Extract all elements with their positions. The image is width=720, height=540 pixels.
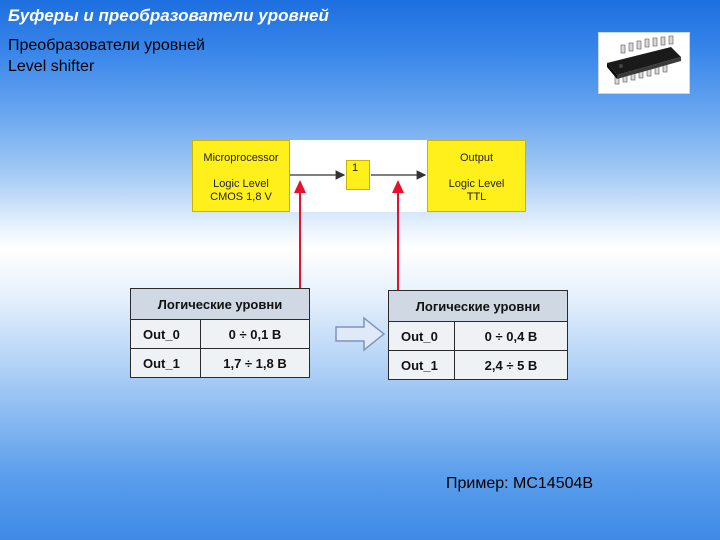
table-left-row0-name: Out_0 [130, 319, 201, 349]
table-right-row1-value: 2,4 ÷ 5 В [454, 350, 568, 380]
table-left-row0-value: 0 ÷ 0,1 В [200, 319, 310, 349]
table-row: Out_0 0 ÷ 0,1 В [130, 319, 310, 349]
microprocessor-level-value: CMOS 1,8 V [210, 191, 272, 203]
buffer-box: 1 [346, 160, 370, 190]
output-box: Output Logic Level TTL [427, 140, 526, 212]
table-left: Логические уровни Out_0 0 ÷ 0,1 В Out_1 … [130, 288, 310, 378]
output-level-label: Logic Level [448, 178, 505, 190]
right-arrow-icon [335, 316, 386, 352]
ic-chip-icon [598, 32, 690, 94]
table-right: Логические уровни Out_0 0 ÷ 0,4 В Out_1 … [388, 290, 568, 380]
output-level-value: TTL [466, 191, 487, 203]
microprocessor-level-label: Logic Level [213, 178, 269, 190]
table-row: Out_1 2,4 ÷ 5 В [388, 350, 568, 380]
table-left-row1-value: 1,7 ÷ 1,8 В [200, 348, 310, 378]
subtitle-ru: Преобразователи уровней [8, 37, 205, 54]
table-right-header: Логические уровни [388, 290, 568, 322]
table-left-header: Логические уровни [130, 288, 310, 320]
microprocessor-box: Microprocessor Logic Level CMOS 1,8 V [192, 140, 290, 212]
red-arrow-left-head [294, 180, 306, 193]
microprocessor-label: Microprocessor [203, 152, 279, 164]
table-row: Out_1 1,7 ÷ 1,8 В [130, 348, 310, 378]
table-row: Out_0 0 ÷ 0,4 В [388, 321, 568, 351]
buffer-label: 1 [352, 162, 359, 174]
page-title: Буферы и преобразователи уровней [8, 6, 329, 25]
table-right-row1-name: Out_1 [388, 350, 455, 380]
output-label: Output [459, 152, 494, 164]
example-text: Пример: МС14504В [446, 475, 594, 492]
red-arrow-right-head [392, 180, 404, 193]
table-right-row0-name: Out_0 [388, 321, 455, 351]
table-left-row1-name: Out_1 [130, 348, 201, 378]
subtitle-en: Level shifter [8, 58, 95, 75]
table-right-row0-value: 0 ÷ 0,4 В [454, 321, 568, 351]
